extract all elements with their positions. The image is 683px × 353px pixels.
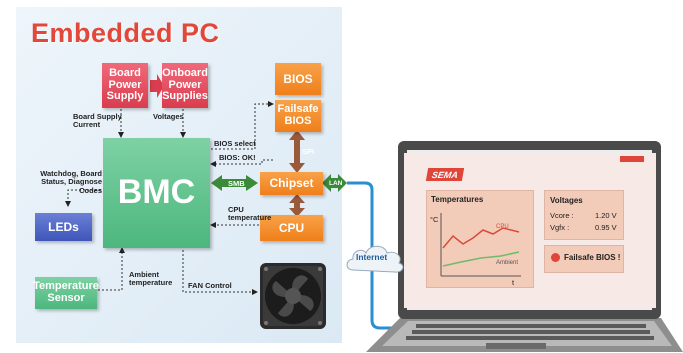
vgfx-label: Vgfx : [550,223,570,232]
board-power-supply-box: Board Power Supply [102,63,148,108]
window-controls[interactable] [620,156,644,162]
spi-arrow [289,130,305,173]
smb-arrow [211,175,258,191]
chipset-cpu-arrow [289,194,305,217]
cpu-box: CPU [260,215,323,241]
cpu-series-label: CPU [496,224,509,230]
bios-ok-label: BIOS: OK! [219,153,256,162]
ambient-series-label: Ambient [496,260,519,266]
vcore-value: 1.20 V [595,211,617,220]
spi-label: SPI [302,147,315,156]
ambient-line [98,247,125,291]
smb-label: SMB [228,179,245,188]
ambient-series-line [442,251,520,267]
leds-box: LEDs [35,213,92,241]
temperatures-card [426,190,534,288]
watchdog-line [65,189,105,207]
temperatures-title: Temperatures [431,195,484,204]
axis-x-label: t [512,278,515,287]
diagram-title: Embedded PC [31,18,220,48]
internet-cloud-icon [346,245,404,273]
failsafe-alert-label: Failsafe BIOS ! [564,253,621,262]
axis-y-label: °C [430,215,439,224]
fan-control-label: FAN Control [188,281,232,290]
voltages-card [544,190,624,240]
failsafe-bios-box: Failsafe BIOS [275,100,321,132]
internet-label: Internet [356,252,388,262]
fan-control-line [182,250,258,295]
onboard-power-supplies-box: Onboard Power Supplies [162,63,208,108]
lan-arrow [322,174,347,192]
bios-select-label: BIOS select [214,139,256,148]
cpu-series-line [442,227,520,249]
vcore-label: Vcore : [550,211,574,220]
bios-box: BIOS [275,63,321,95]
temperature-graph [440,213,521,277]
voltages-title: Voltages [550,196,583,205]
laptop-body [366,318,683,352]
power-arrow [150,74,164,98]
bios-select-line [211,101,274,150]
voltages-label: Voltages [153,112,184,121]
lan-label: LAN [329,180,343,187]
bmc-box: BMC [103,138,210,248]
watchdog-label: Watchdog, Board Status, Diagnose Codes [40,169,102,195]
bios-ok-line [210,159,273,167]
ambient-temperature-label: Ambient temperature [129,270,173,288]
fan-icon [260,263,326,329]
chipset-box: Chipset [260,172,323,195]
alert-dot-icon [551,253,560,262]
vgfx-value: 0.95 V [595,223,617,232]
board-supply-current-label: Board Supply Current [73,112,122,130]
temperature-sensor-box: Temperature Sensor [33,277,99,309]
cpu-temperature-label: CPU temperature [228,205,272,223]
sema-logo: SEMA [425,168,465,181]
